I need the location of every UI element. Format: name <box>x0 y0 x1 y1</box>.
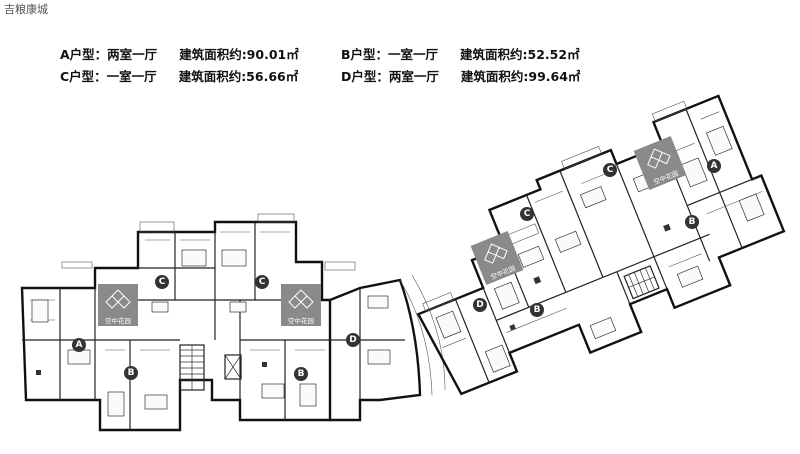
legend-d-area: 建筑面积约:99.64㎡ <box>460 69 581 84</box>
unit-c-label: C <box>259 277 266 287</box>
stair-core-left <box>179 344 242 391</box>
watermark-text: 吉粮康城 <box>4 3 48 16</box>
unit-a-label: A <box>76 340 83 350</box>
unit-marker-c-right-upper: C <box>603 163 617 177</box>
sky-garden-left: 空中花园 <box>98 284 138 326</box>
unit-b-label: B <box>689 217 696 227</box>
legend-c: C户型：一室一厅 建筑面积约:56.66㎡ <box>60 66 298 85</box>
unit-marker-c-right-lower: C <box>520 207 534 221</box>
sky-garden-center-label: 空中花园 <box>288 316 314 325</box>
unit-marker-b-left: B <box>124 366 138 380</box>
unit-a-label: A <box>711 161 718 171</box>
unit-b-label: B <box>298 369 305 379</box>
legend-d-type: D户型：两室一厅 <box>341 69 439 84</box>
unit-c-label: C <box>524 209 531 219</box>
stair-core-right <box>623 265 660 300</box>
legend-d: D户型：两室一厅 建筑面积约:99.64㎡ <box>341 66 580 85</box>
unit-marker-c-left: C <box>155 275 169 289</box>
unit-d-label: D <box>349 335 356 345</box>
unit-marker-d-right: D <box>473 298 487 312</box>
unit-d-label: D <box>476 300 483 310</box>
right-wing <box>416 94 786 396</box>
unit-marker-b-mid: B <box>294 367 308 381</box>
legend-b-type: B户型：一室一厅 <box>341 47 439 62</box>
sky-garden-left-label: 空中花园 <box>105 316 131 325</box>
legend-a-area: 建筑面积约:90.01㎡ <box>179 47 299 62</box>
unit-c-label: C <box>607 165 614 175</box>
unit-marker-a-left: A <box>72 338 86 352</box>
unit-c-label: C <box>159 277 166 287</box>
sky-garden-center: 空中花园 <box>281 284 321 326</box>
unit-marker-c-mid: C <box>255 275 269 289</box>
legend-c-type: C户型：一室一厅 <box>60 69 157 84</box>
unit-marker-d-left: D <box>346 333 360 347</box>
legend-a-type: A户型：两室一厅 <box>60 47 158 62</box>
unit-marker-a-right: A <box>707 159 721 173</box>
unit-marker-b-right-lower: B <box>530 303 544 317</box>
unit-b-label: B <box>128 368 135 378</box>
legend-a: A户型：两室一厅 建筑面积约:90.01㎡ <box>60 44 299 63</box>
unit-b-label: B <box>534 305 541 315</box>
legend-b: B户型：一室一厅 建筑面积约:52.52㎡ <box>341 44 580 63</box>
connector-section <box>329 274 446 422</box>
legend-c-area: 建筑面积约:56.66㎡ <box>178 69 299 84</box>
legend-b-area: 建筑面积约:52.52㎡ <box>460 47 580 62</box>
unit-marker-b-right-upper: B <box>685 215 699 229</box>
